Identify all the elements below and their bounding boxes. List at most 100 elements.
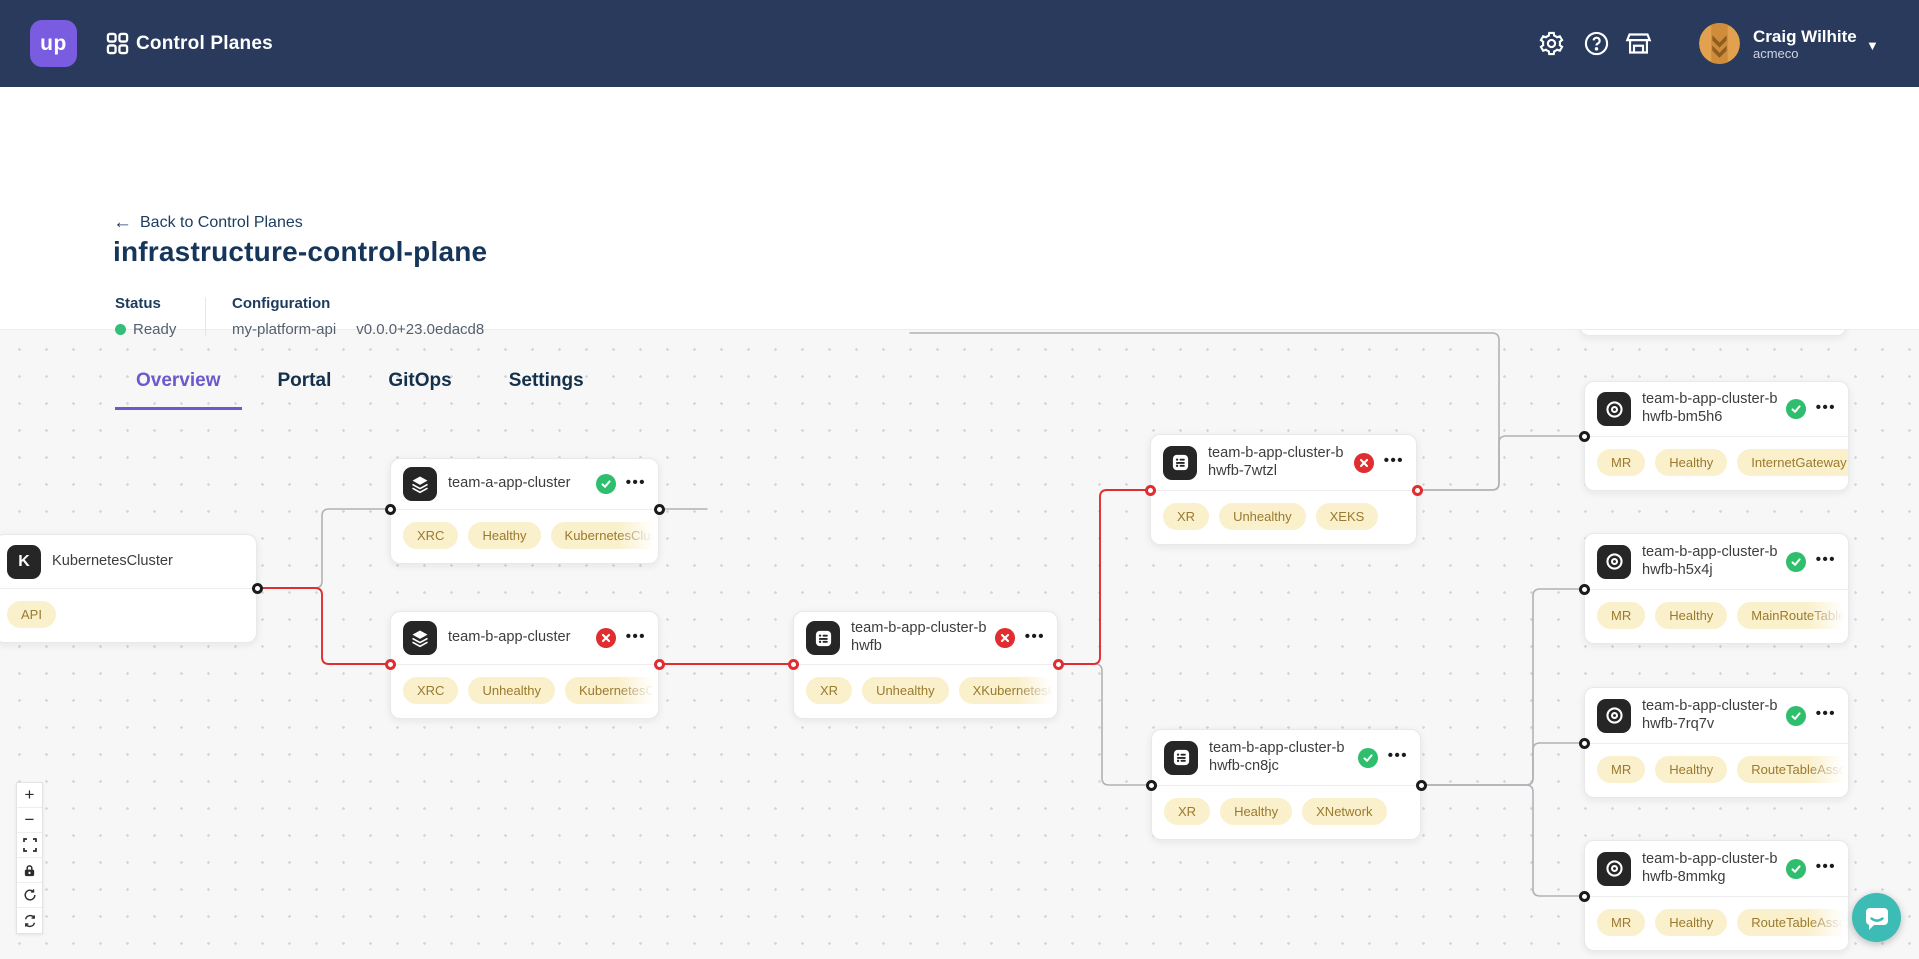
connection-handle-left[interactable] xyxy=(787,658,799,670)
back-link[interactable]: ← Back to Control Planes xyxy=(113,213,303,232)
relayout-button[interactable] xyxy=(17,908,42,933)
node-status-ok-icon xyxy=(1785,551,1806,572)
graph-node-partial[interactable] xyxy=(1580,330,1846,336)
connection-handle-right[interactable] xyxy=(1415,779,1427,791)
zoom-in-button[interactable]: + xyxy=(17,783,42,808)
node-menu-button[interactable]: ••• xyxy=(1024,627,1045,645)
connection-handle-left[interactable] xyxy=(384,658,396,670)
node-title: team-a-app-cluster xyxy=(448,475,571,492)
node-status-ok-icon xyxy=(595,474,616,494)
node-badge: Unhealthy xyxy=(862,677,949,704)
rotate-button[interactable] xyxy=(17,883,42,908)
chat-widget-button[interactable] xyxy=(1852,893,1901,942)
user-org: acmeco xyxy=(1753,46,1799,61)
node-badge: XKubernetesCluster xyxy=(958,677,1057,704)
node-status-ok-icon xyxy=(1357,747,1378,768)
node-menu-button[interactable]: ••• xyxy=(1815,398,1836,416)
graph-edges xyxy=(256,332,1585,897)
connection-handle-right[interactable] xyxy=(1411,484,1423,496)
connection-handle-left[interactable] xyxy=(384,503,396,515)
page-header: ← Back to Control Planes infrastructure-… xyxy=(0,87,1919,410)
back-link-label: Back to Control Planes xyxy=(140,213,303,231)
node-menu-button[interactable]: ••• xyxy=(1815,858,1836,875)
settings-gear-icon[interactable] xyxy=(1538,30,1565,57)
user-name[interactable]: Craig Wilhite xyxy=(1753,27,1857,46)
tab-overview[interactable]: Overview xyxy=(115,370,242,410)
chat-bubble-icon xyxy=(1865,907,1888,930)
zoom-out-button[interactable]: − xyxy=(17,808,42,833)
node-badge: XNetwork xyxy=(1302,798,1387,825)
node-badge: Healthy xyxy=(1220,798,1293,825)
apps-grid-icon[interactable] xyxy=(106,32,129,55)
node-badge: Healthy xyxy=(1655,449,1728,476)
node-title: team-b-app-cluster-bhwfb-h5x4j xyxy=(1642,543,1778,578)
meta-divider xyxy=(205,297,206,336)
node-status-error-icon xyxy=(1353,452,1374,473)
chevron-down-icon[interactable]: ▼ xyxy=(1866,38,1879,53)
connection-handle-right[interactable] xyxy=(251,582,263,594)
configuration-name[interactable]: my-platform-api xyxy=(232,321,337,338)
lock-button[interactable] xyxy=(17,858,42,883)
node-title: team-b-app-cluster-bhwfb-7wtzl xyxy=(1208,444,1344,479)
connection-handle-left[interactable] xyxy=(1578,583,1590,595)
node-badges: API xyxy=(0,589,256,642)
mr-icon xyxy=(1597,544,1631,579)
help-icon[interactable] xyxy=(1583,30,1610,57)
node-badge: Healthy xyxy=(468,522,541,549)
node-badge: API xyxy=(7,601,56,628)
layers-icon xyxy=(403,467,437,501)
user-avatar[interactable] xyxy=(1699,23,1740,64)
node-badges: XRUnhealthyXKubernetesCluster xyxy=(794,665,1057,718)
connection-handle-left[interactable] xyxy=(1578,430,1590,442)
connection-handle-left[interactable] xyxy=(1578,890,1590,902)
node-menu-button[interactable]: ••• xyxy=(1815,705,1836,722)
fit-view-button[interactable] xyxy=(17,833,42,858)
rotate-icon xyxy=(24,889,36,901)
connection-handle-left[interactable] xyxy=(1578,737,1590,749)
node-badge: MR xyxy=(1597,909,1646,936)
graph-edge xyxy=(1416,435,1585,491)
connection-handle-right[interactable] xyxy=(1052,658,1064,670)
node-title: team-b-app-cluster-bhwfb-cn8jc xyxy=(1209,739,1345,774)
tab-portal[interactable]: Portal xyxy=(277,370,332,391)
graph-edge xyxy=(1420,784,1585,897)
app-title: Control Planes xyxy=(136,33,273,54)
node-status-ok-icon xyxy=(1785,858,1806,879)
connection-handle-right[interactable] xyxy=(653,503,665,515)
node-badge: MR xyxy=(1597,449,1646,476)
node-menu-button[interactable]: ••• xyxy=(1383,452,1404,469)
status-label: Status xyxy=(115,295,161,312)
node-badges: XRCHealthyKubernetesCluster xyxy=(391,510,658,563)
mr-icon xyxy=(1597,698,1631,733)
node-badge: XRC xyxy=(403,677,459,704)
marketplace-icon[interactable] xyxy=(1625,30,1652,57)
node-status-error-icon xyxy=(994,628,1015,648)
node-badge: Healthy xyxy=(1655,602,1728,629)
connection-handle-right[interactable] xyxy=(653,658,665,670)
node-title: team-b-app-cluster-bhwfb-8mmkg xyxy=(1642,850,1778,885)
connection-handle-left[interactable] xyxy=(1144,484,1156,496)
tab-settings[interactable]: Settings xyxy=(508,370,584,391)
node-menu-button[interactable]: ••• xyxy=(625,627,646,645)
node-status-ok-icon xyxy=(1785,705,1806,726)
upbound-logo[interactable]: up xyxy=(30,20,77,67)
node-menu-button[interactable]: ••• xyxy=(1387,747,1408,764)
canvas-controls: + − xyxy=(16,782,43,934)
node-menu-button[interactable]: ••• xyxy=(625,473,646,491)
connection-handle-left[interactable] xyxy=(1145,779,1157,791)
node-menu-button[interactable]: ••• xyxy=(1815,551,1836,568)
back-arrow-icon: ← xyxy=(113,212,132,233)
configuration-label: Configuration xyxy=(232,295,331,312)
tab-gitops[interactable]: GitOps xyxy=(388,370,452,391)
